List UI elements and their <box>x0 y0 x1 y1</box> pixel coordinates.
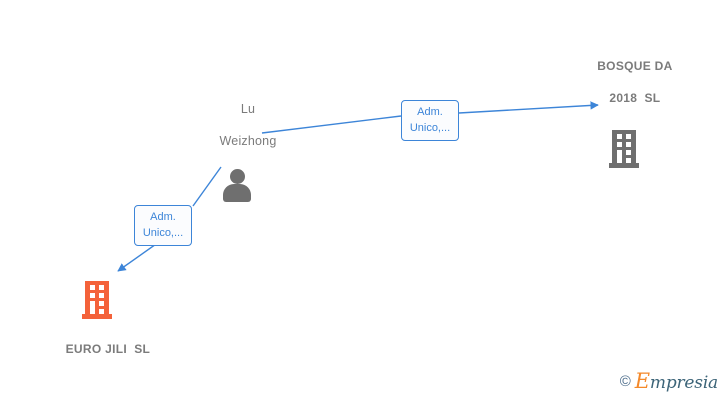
building-window <box>90 301 95 306</box>
edge-label-line1: Adm. <box>417 106 443 118</box>
copyright-icon: © <box>619 373 631 390</box>
building-window <box>617 134 622 139</box>
edge-label-lu-to-euro-jili[interactable]: Adm. Unico,... <box>134 205 192 246</box>
building-window <box>626 142 631 147</box>
building-plinth <box>82 314 112 319</box>
brand-initial: E <box>634 369 650 393</box>
edge-line-lu-to-euro-upper <box>192 166 222 207</box>
building-plinth <box>609 163 639 168</box>
person-icon-body <box>223 184 251 202</box>
edge-line-lu-to-bosque-right <box>458 101 599 114</box>
building-window <box>626 150 631 155</box>
building-window <box>626 134 631 139</box>
building-window <box>99 301 104 306</box>
euro-jili-label-line1: EURO JILI SL <box>65 342 151 356</box>
building-icon <box>82 281 112 319</box>
person-icon <box>220 169 254 203</box>
building-door <box>617 154 622 163</box>
building-window <box>90 293 95 298</box>
edge-label-lu-to-bosque[interactable]: Adm. Unico,... <box>401 100 459 141</box>
node-label-euro-jili: EURO JILI SL <box>37 325 157 373</box>
bosque-label-line1: BOSQUE DA <box>597 59 673 73</box>
person-icon-head <box>229 169 245 184</box>
building-door <box>90 305 95 314</box>
watermark: © Empresia <box>620 371 718 392</box>
node-label-person: Lu Weizhong <box>177 85 297 165</box>
edge-line-lu-to-bosque-left <box>261 115 402 134</box>
building-window <box>617 150 622 155</box>
building-window <box>626 158 631 163</box>
node-company-bosque-da-2018[interactable]: BOSQUE DA 2018 SL <box>554 42 694 168</box>
building-window <box>99 293 104 298</box>
person-label-line2: Weizhong <box>219 134 277 148</box>
building-window <box>617 142 622 147</box>
node-company-euro-jili[interactable]: EURO JILI SL <box>37 281 157 373</box>
building-icon <box>609 130 639 168</box>
brand-rest: mpresia <box>649 373 718 393</box>
building-window <box>99 309 104 314</box>
brand-wordmark: Empresia <box>635 371 718 392</box>
node-person-lu-weizhong[interactable]: Lu Weizhong <box>177 85 297 203</box>
building-window <box>90 285 95 290</box>
edge-label-line1: Adm. <box>150 211 176 223</box>
building-tower <box>612 130 636 163</box>
building-tower <box>85 281 109 314</box>
edge-label-line2: Unico,... <box>142 227 184 239</box>
building-window <box>99 285 104 290</box>
edge-label-line2: Unico,... <box>409 122 451 134</box>
person-label-line1: Lu <box>240 102 256 116</box>
bosque-label-line2: 2018 SL <box>609 91 661 105</box>
node-label-bosque: BOSQUE DA 2018 SL <box>554 42 694 122</box>
